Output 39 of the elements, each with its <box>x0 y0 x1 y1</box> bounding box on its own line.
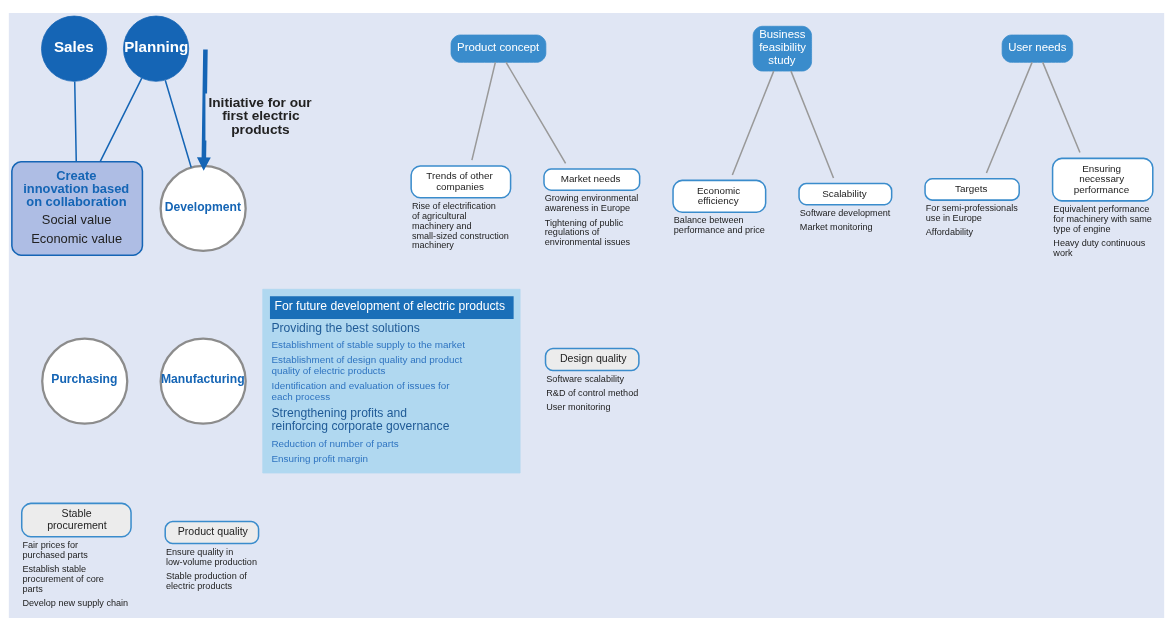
node-label: Growing environmental awareness in Europe <box>544 192 639 213</box>
node-label: R&D of control method <box>546 387 639 398</box>
node-label: Affordability <box>925 226 974 237</box>
node-label: For semi-professionals use in Europe <box>925 202 1018 223</box>
node-label: Heavy duty continuous work <box>1053 237 1146 258</box>
connector <box>985 61 1033 174</box>
connector <box>505 61 567 164</box>
connector <box>1042 61 1081 153</box>
node-label: Tightening of public regulations of environmental issues <box>544 217 631 247</box>
node-label: Ensure quality in low-volume production <box>165 546 257 567</box>
node-circle: Development <box>159 164 247 252</box>
arrow <box>196 49 211 171</box>
node-label: Fair prices for purchased parts <box>22 539 88 560</box>
connector <box>99 76 143 162</box>
node-circle: Purchasing <box>41 337 129 425</box>
node-box: Product concept <box>450 34 547 63</box>
connector <box>164 79 192 168</box>
node-label: Market monitoring <box>799 221 873 232</box>
node-circle: Planning <box>123 15 190 82</box>
node-box: Business feasibility study <box>752 25 812 71</box>
node-label: Software development <box>799 207 891 218</box>
node-label: Develop new supply chain <box>22 597 129 608</box>
node-circle: Manufacturing <box>159 337 247 425</box>
node-label: Balance between performance and price <box>673 214 765 235</box>
node-label: Stable production of electric products <box>165 570 247 591</box>
node-box: User needs <box>1001 34 1074 63</box>
connector <box>471 61 497 161</box>
node-label: Establish stable procurement of core parts <box>22 563 104 594</box>
node-label: Rise of electrification of agricultural machinery and small-sized construction machinery <box>411 200 509 250</box>
edge-label: Initiative for our first electric products <box>208 94 312 137</box>
node-box: Create innovation based on collaboration Social value Economic value <box>11 160 144 256</box>
connector <box>73 80 78 162</box>
node-box: For future development of electric products Providing the best solutions Establishment of stable supply to the market Establishment of design quality and product quality of electric products Identification and evaluation of issues for each process Strengthening profits and reinforcing corporate governance Reduction of number of parts Ensuring profit margin <box>262 288 521 473</box>
node-label: Software scalability <box>546 373 625 384</box>
node-label: Equivalent performance for machinery with same type of engine <box>1053 203 1152 234</box>
connector <box>731 69 775 176</box>
connector <box>790 69 835 179</box>
node-circle: Sales <box>41 15 108 82</box>
node-label: User monitoring <box>546 401 611 412</box>
